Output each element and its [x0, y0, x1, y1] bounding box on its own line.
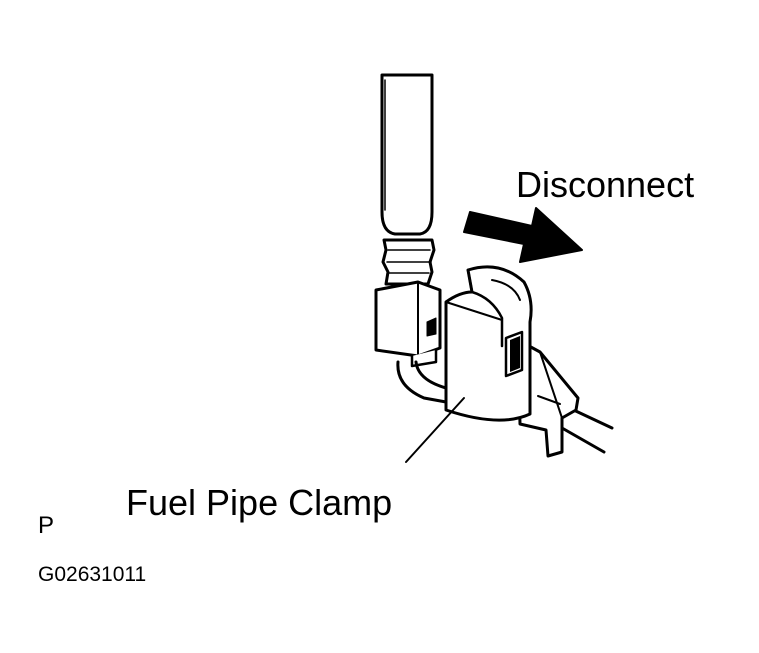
- fuel-pipe-clamp-label: Fuel Pipe Clamp: [126, 482, 393, 523]
- clamp-leader-line: [405, 397, 465, 463]
- section-label: P: [38, 512, 55, 539]
- disconnect-arrow: [463, 207, 583, 263]
- fuel-hose: [380, 73, 434, 236]
- figure-code: G02631011: [38, 563, 147, 586]
- disconnect-label: Disconnect: [516, 164, 695, 205]
- fuel-pipe-clamp: [444, 265, 580, 458]
- quick-connector: [374, 238, 442, 368]
